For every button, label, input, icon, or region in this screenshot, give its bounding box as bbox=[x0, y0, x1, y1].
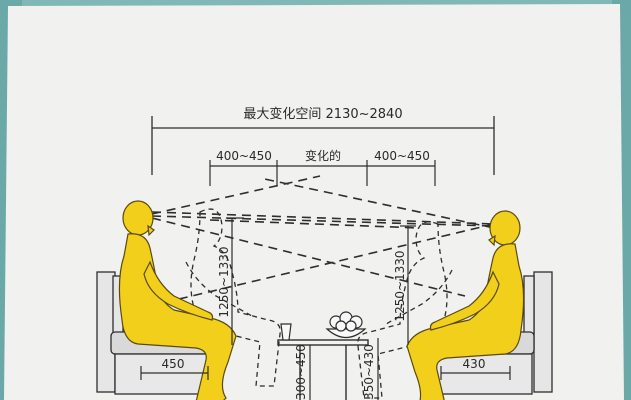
right-seated-person bbox=[406, 210, 525, 400]
right-ghost-figure bbox=[357, 221, 453, 399]
overall-dimension bbox=[151, 116, 495, 175]
left-reach-label: 400~450 bbox=[216, 149, 272, 163]
overall-span-label: 最大变化空间 2130~2840 bbox=[243, 106, 402, 122]
left-eye-height-dimension bbox=[226, 217, 244, 345]
sight-lines bbox=[151, 175, 495, 301]
left-seat-depth-dimension bbox=[140, 366, 209, 380]
coffee-table bbox=[277, 339, 369, 400]
right-seat-depth-dimension bbox=[440, 366, 511, 380]
table-height-label: 300~450 bbox=[294, 344, 308, 400]
cup-icon bbox=[280, 323, 292, 341]
middle-label: 变化的 bbox=[305, 148, 341, 163]
right-eye-height-dimension bbox=[400, 225, 416, 345]
leg-clearance-label: 350~430 bbox=[362, 344, 376, 400]
reach-dimensions bbox=[209, 160, 436, 186]
right-seat-depth-label: 430 bbox=[463, 357, 486, 371]
right-reach-label: 400~450 bbox=[374, 149, 430, 163]
left-ghost-figure bbox=[185, 208, 281, 387]
right-eye-height-label: 1250~1330 bbox=[393, 250, 407, 321]
left-seat-depth-label: 450 bbox=[162, 357, 185, 371]
left-eye-height-label: 1250~1330 bbox=[217, 246, 231, 317]
left-seated-person bbox=[118, 200, 237, 400]
fruit-bowl-icon bbox=[325, 311, 367, 339]
